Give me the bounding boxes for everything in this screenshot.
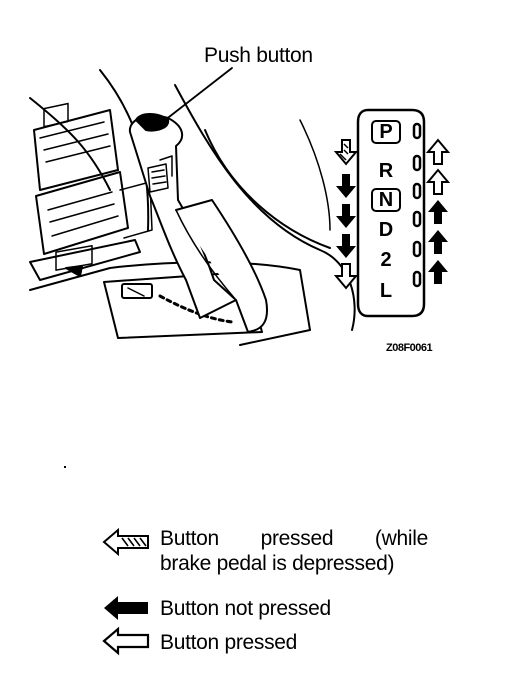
solid-arrow-icon	[336, 204, 356, 228]
legend-item-solid: Button not pressed	[102, 596, 331, 621]
gate-position-r: R	[378, 160, 394, 182]
legend-item-outline: Button pressed	[102, 630, 297, 655]
legend-item-hatched: Button pressed (while brake pedal is dep…	[102, 526, 428, 576]
solid-arrow-icon	[104, 596, 148, 620]
right-arrow-column	[425, 138, 451, 284]
hatched-arrow-icon	[102, 527, 149, 557]
legend-text: Button pressed (while brake pedal is dep…	[160, 527, 428, 575]
gate-position-l: L	[379, 280, 393, 302]
solid-arrow-icon	[336, 234, 356, 258]
gate-position-p: P	[371, 120, 401, 144]
figure-code: Z08F0061	[386, 342, 433, 354]
solid-arrow-icon	[428, 230, 448, 254]
legend-text: Button pressed	[160, 631, 298, 654]
legend-text: Button not pressed	[160, 597, 331, 620]
console-edge-line	[174, 84, 356, 331]
stray-dot	[64, 466, 66, 468]
outline-arrow-icon	[333, 263, 359, 290]
gate-panel	[356, 108, 426, 318]
outline-arrow-icon	[102, 626, 150, 656]
gate-position-2: 2	[380, 249, 392, 271]
gate-position-d: D	[378, 219, 394, 241]
gate-position-n: N	[371, 188, 401, 212]
push-button-shape	[135, 113, 170, 132]
outline-arrow-icon	[425, 168, 451, 195]
left-arrow-column	[333, 139, 359, 290]
console-edge-line	[204, 129, 331, 249]
solid-arrow-icon	[428, 200, 448, 224]
solid-arrow-icon	[428, 260, 448, 284]
tray	[29, 239, 141, 281]
outline-arrow-icon	[425, 138, 451, 165]
left-lower-panel	[35, 171, 129, 255]
left-vent-panel	[33, 109, 119, 191]
legend-icons	[102, 527, 150, 656]
push-button-callout: Push button	[204, 44, 313, 67]
callout-leader-line	[159, 67, 233, 125]
solid-arrow-icon	[336, 174, 356, 198]
